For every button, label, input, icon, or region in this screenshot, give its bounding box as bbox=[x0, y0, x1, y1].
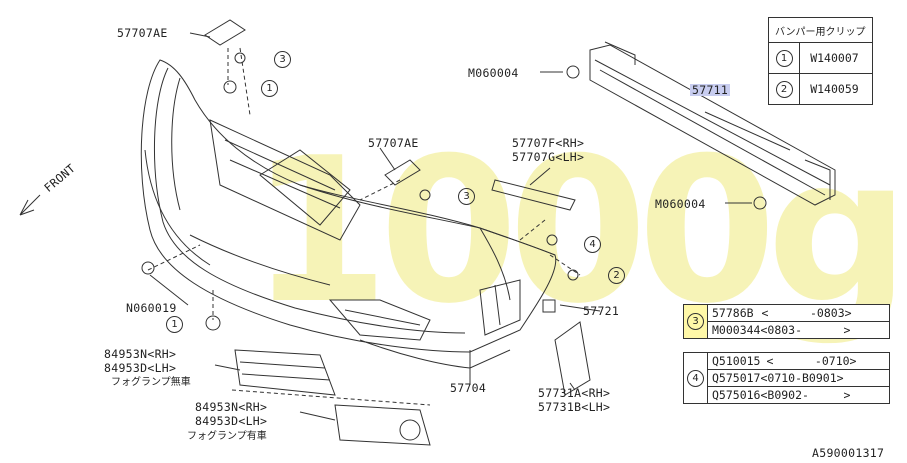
table3-part-1: 57786B bbox=[712, 306, 754, 320]
label-fog-with: フォグランプ有車 bbox=[187, 431, 267, 442]
upper-grille bbox=[209, 119, 361, 241]
bracket-mid bbox=[384, 159, 421, 186]
label-57711: 57711 bbox=[690, 83, 731, 97]
label-57707G: 57707G<LH> bbox=[512, 150, 585, 164]
label-84953N-b: 84953N<RH> bbox=[195, 400, 268, 414]
callout-3: 3 bbox=[274, 51, 291, 68]
callout-4: 4 bbox=[584, 236, 601, 253]
callout-1: 1 bbox=[261, 80, 278, 97]
table4-range-2: <0710-B0901> bbox=[760, 371, 844, 385]
label-84953D-a: 84953D<LH> bbox=[104, 361, 177, 375]
label-57707AE-mid: 57707AE bbox=[368, 136, 419, 150]
callout-1: 1 bbox=[166, 316, 183, 333]
diagram-code: A590001317 bbox=[812, 446, 885, 460]
lower-grille-nofog bbox=[234, 349, 336, 396]
table3-range-1: < -0803> bbox=[761, 306, 852, 320]
bumper-beam bbox=[589, 44, 836, 206]
callout-2: 2 bbox=[608, 267, 625, 284]
label-57704: 57704 bbox=[450, 381, 487, 395]
table3-num: 3 bbox=[687, 313, 704, 330]
label-M060004-bot: M060004 bbox=[655, 197, 706, 211]
callout-3: 3 bbox=[458, 188, 475, 205]
clip-num-2: 2 bbox=[775, 80, 793, 98]
table4-part-1: Q510015 bbox=[712, 354, 761, 368]
table4-part-3: Q575016 bbox=[712, 388, 761, 402]
fog-opening bbox=[328, 299, 431, 341]
table4-range-1: < -0710> bbox=[766, 354, 857, 368]
label-57731B: 57731B<LH> bbox=[538, 400, 611, 414]
label-84953N-a: 84953N<RH> bbox=[104, 347, 177, 361]
clip-part-2: W140059 bbox=[799, 73, 873, 105]
label-M060004-top: M060004 bbox=[468, 66, 519, 80]
front-arrow-icon bbox=[19, 194, 41, 216]
label-84953D-b: 84953D<LH> bbox=[195, 414, 268, 428]
label-57707AE-top: 57707AE bbox=[117, 26, 168, 40]
fog-cover bbox=[554, 321, 591, 396]
fastener-4-table: 4 Q510015 < -0710> Q575017<0710-B0901> Q5… bbox=[683, 352, 890, 404]
table3-part-2: M000344 bbox=[712, 323, 761, 337]
bracket-side bbox=[491, 179, 576, 211]
label-57721: 57721 bbox=[583, 304, 620, 318]
label-fog-none: フォグランプ無車 bbox=[111, 377, 191, 388]
bumper-cover bbox=[140, 59, 557, 353]
lower-grille-fog bbox=[334, 404, 431, 446]
table4-num: 4 bbox=[687, 369, 704, 387]
bracket-top bbox=[204, 19, 246, 46]
clip-num-1: 1 bbox=[775, 49, 793, 67]
label-57707F: 57707F<RH> bbox=[512, 136, 585, 150]
fastener-3-table: 3 57786B < -0803> M000344<0803- > bbox=[683, 304, 890, 339]
table3-range-2: <0803- > bbox=[760, 323, 851, 337]
clip-table-header: バンパー用クリップ bbox=[768, 17, 873, 43]
table4-range-3: <B0902- > bbox=[760, 388, 851, 402]
label-N060019: N060019 bbox=[126, 301, 177, 315]
table4-part-2: Q575017 bbox=[712, 371, 761, 385]
label-57731A: 57731A<RH> bbox=[538, 386, 611, 400]
clip-part-1: W140007 bbox=[799, 42, 873, 74]
clip-table: バンパー用クリップ 1 W140007 2 W140059 bbox=[767, 17, 873, 105]
